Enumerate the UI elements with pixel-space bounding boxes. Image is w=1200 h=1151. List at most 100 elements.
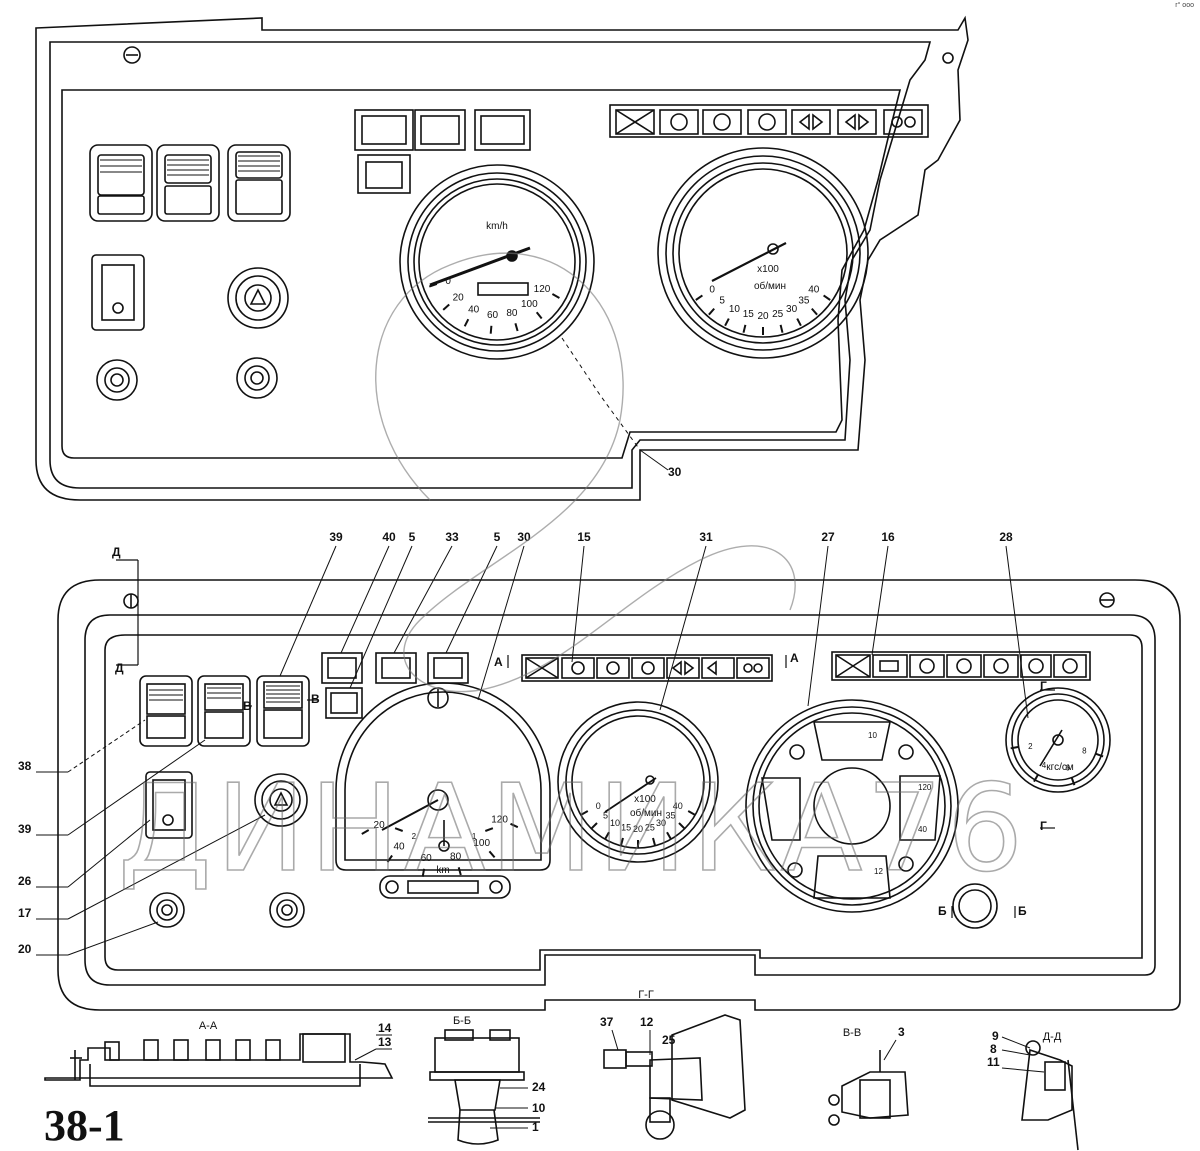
top-rocker-2[interactable] [156, 144, 220, 222]
bottom-rocker-2[interactable] [197, 675, 251, 747]
bottom-tachometer-label-1: 5 [603, 811, 608, 821]
callout-top-28-10: 28 [999, 530, 1013, 544]
top-speedometer-label-tick-6 [551, 293, 560, 299]
combo-gauge-label-1: 120 [918, 783, 932, 792]
top-tachometer-label-5: 25 [772, 309, 784, 320]
section-aa-callout-13: 13 [378, 1035, 392, 1049]
top-speedometer-label-1: 20 [453, 293, 465, 304]
watermark-text: ДИНАМИКА76 [118, 760, 1027, 899]
callout-left-17-3: 17 [18, 906, 32, 920]
bottom-speedometer-label-2: 60 [421, 853, 433, 864]
combo-gauge-label-2: 40 [918, 825, 927, 834]
section-bb: Б-Б 24 10 1 [428, 1015, 546, 1145]
top-knob-right[interactable] [236, 357, 278, 399]
top-speedometer-label-tick-3 [489, 325, 493, 334]
callout-left-20-4: 20 [18, 942, 32, 956]
bottom-speedometer-label-tick-4 [488, 850, 496, 859]
section-mark-g-top: Г [1040, 679, 1047, 693]
top-speedometer-label-6: 120 [534, 284, 551, 295]
top-rocker-hatching [100, 155, 280, 176]
bottom-tachometer-label-tick-5 [652, 837, 657, 847]
bottom-tachometer-label-3: 15 [621, 822, 631, 832]
section-mark-g-bottom: Г [1040, 819, 1047, 833]
callout-top-39-0: 39 [329, 530, 343, 544]
callout-leaders [36, 545, 1029, 956]
top-warning-lamp-strip [609, 104, 929, 138]
top-tachometer-label-tick-3 [742, 324, 747, 333]
callout-top-40-1: 40 [382, 530, 396, 544]
bottom-speedometer-odo-label: km [436, 865, 449, 876]
bottom-speedometer-label-0: 20 [374, 820, 386, 831]
bottom-indicator-blocks [321, 652, 469, 719]
top-tachometer-label-0: 0 [709, 285, 715, 296]
bottom-tachometer-label-tick-6 [666, 831, 672, 840]
section-aa: А-А 14 13 [44, 1020, 394, 1087]
top-knob-left[interactable] [96, 359, 138, 401]
pressure-gauge-label-1: 4 [1042, 761, 1047, 770]
bottom-knob-left[interactable] [149, 892, 185, 928]
bottom-dimmer-knob[interactable] [952, 883, 998, 929]
top-rocker-1[interactable] [89, 144, 153, 222]
bottom-hazard-button[interactable] [254, 773, 308, 827]
top-panel-face [61, 89, 902, 459]
callout-top-5-2: 5 [409, 530, 416, 544]
bottom-rocker-3[interactable] [256, 675, 310, 747]
bottom-knob-right[interactable] [269, 892, 305, 928]
top-indicator-blocks [354, 109, 531, 194]
top-tachometer-label-tick-2 [724, 318, 730, 327]
bottom-tachometer-label-tick-2 [604, 831, 610, 840]
bottom-speedometer-sub-label-tick-1 [484, 827, 494, 832]
bottom-tachometer-label-6: 30 [656, 818, 666, 828]
top-tachometer-label-tick-7 [811, 307, 818, 316]
bottom-speedometer-label-tick-0 [361, 829, 370, 835]
bottom-panel-inner [84, 614, 1156, 986]
bottom-tachometer-label-tick-1 [590, 822, 598, 830]
top-light-switch[interactable] [91, 254, 145, 331]
bottom-tachometer-label-tick-8 [687, 810, 696, 816]
section-vv-callout-3: 3 [898, 1025, 905, 1039]
pressure-gauge-label-tick-2 [1070, 777, 1076, 786]
section-views: А-А 14 13 Б-Б 24 10 1 [44, 989, 1079, 1151]
bottom-speedometer-label-3: 80 [450, 852, 462, 863]
top-hazard-button[interactable] [227, 267, 289, 329]
bottom-tachometer-label-2: 10 [610, 818, 620, 828]
top-speedometer-label-tick-2 [463, 318, 470, 327]
figure-number: 38-1 [44, 1101, 125, 1150]
section-dd-callout-11: 11 [987, 1055, 1000, 1069]
section-vv-title: В-В [843, 1027, 861, 1039]
bottom-panel-outline [57, 579, 1181, 1011]
callout-top-27-8: 27 [821, 530, 835, 544]
section-mark-a-left: А [494, 655, 503, 669]
corner-note: r° ooo [1175, 2, 1194, 9]
top-tachometer-unit: об/мин [754, 280, 786, 292]
top-tachometer-multiplier: x100 [757, 264, 779, 275]
section-aa-title: А-А [199, 1020, 218, 1032]
callout-top-30-5: 30 [517, 530, 531, 544]
callout-left-39-1: 39 [18, 822, 32, 836]
section-bb-callout-24: 24 [532, 1080, 546, 1094]
bottom-rocker-1[interactable] [139, 675, 193, 747]
bottom-tachometer-label-tick-7 [678, 822, 686, 830]
top-rocker-3[interactable] [227, 144, 291, 222]
section-gg-callout-37: 37 [600, 1015, 614, 1029]
top-tachometer-label-1: 5 [719, 296, 725, 307]
top-speedometer-label-tick-5 [535, 311, 543, 320]
top-rocker-switches [89, 144, 291, 222]
callout-left-38-0: 38 [18, 759, 32, 773]
top-tachometer-label-3: 15 [743, 309, 755, 320]
pressure-gauge-label-3: 8 [1082, 747, 1087, 756]
section-gg-callout-12: 12 [640, 1015, 654, 1029]
bottom-speedometer-label-tick-3 [457, 867, 462, 876]
callout-left-26-2: 26 [18, 874, 32, 888]
bottom-light-switch[interactable] [145, 771, 193, 839]
bottom-speedometer-sub-label-1: 1 [472, 832, 477, 841]
section-mark-d-top: Д [112, 545, 121, 559]
combo-gauge-label-3: 12 [874, 867, 883, 876]
section-mark-b-left: Б [938, 904, 947, 918]
section-gg: Г-Г 37 12 25 [600, 989, 746, 1140]
